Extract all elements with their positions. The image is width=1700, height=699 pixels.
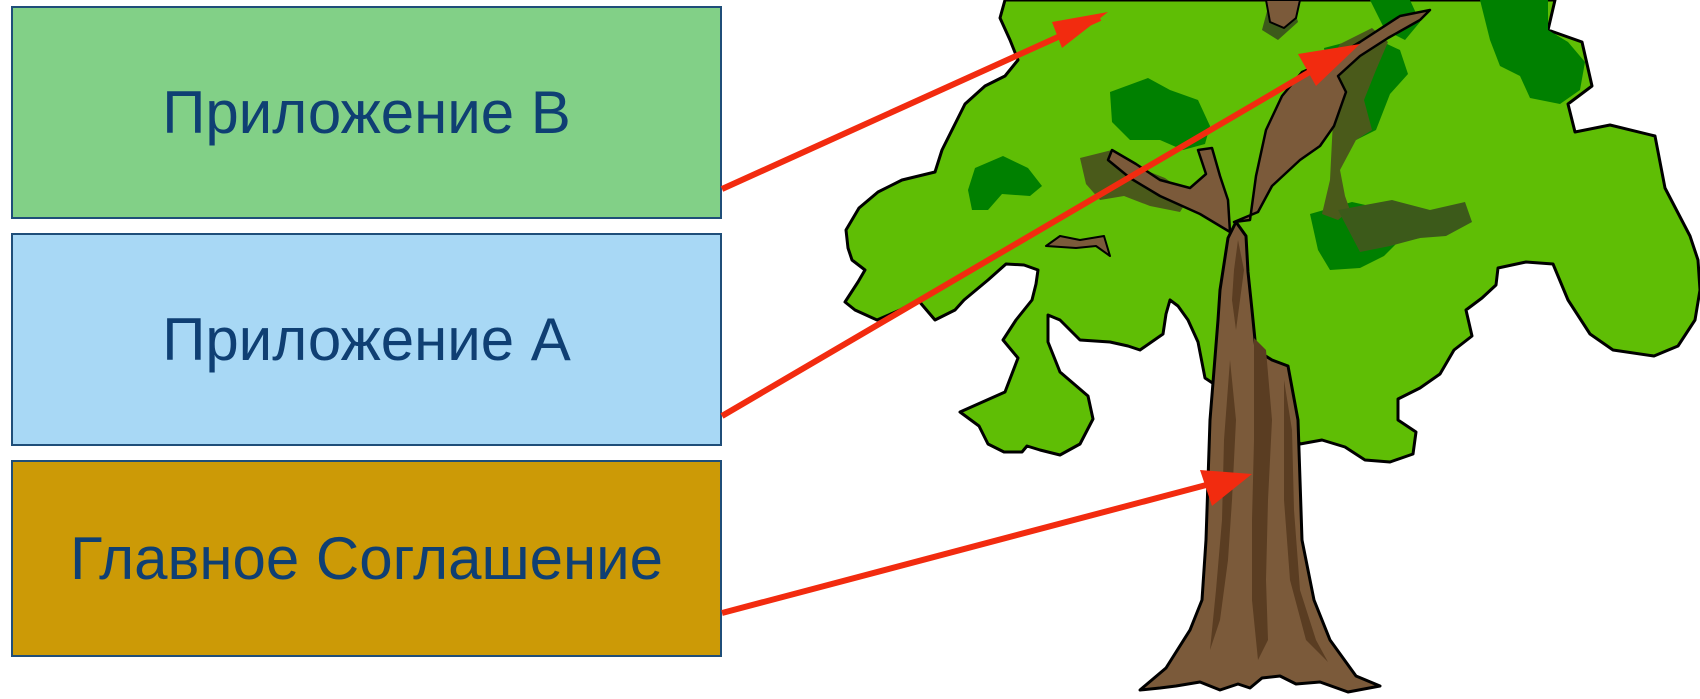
tree-foliage-main [843,0,1700,464]
box-app-b: Приложение В [11,6,722,219]
box-app-a: Приложение А [11,233,722,446]
tree-foliage-shade-3 [1480,0,1585,104]
tree-trunk-shadow-2 [1284,380,1328,662]
box-app-b-label: Приложение В [162,79,571,146]
tree-foliage-shade-1 [1110,78,1210,150]
box-main-agreement-label: Главное Соглашение [69,525,664,592]
tree-trunk-shadow-3 [1210,360,1236,650]
tree-branch-lower-left [1045,235,1111,257]
arrow-main-to-trunk [721,481,1211,616]
tree-trunk-shadow-1 [1252,338,1272,660]
box-main-agreement: Главное Соглашение [11,460,722,657]
arrow-app-a-head [1298,44,1360,86]
tree-trunk-shadow-4 [1232,240,1244,330]
arrow-app-b-to-foliage [720,15,1102,192]
arrow-app-a-to-branch [720,57,1332,419]
tree-branch-main [1232,8,1432,224]
tree-branch-shadow-4 [1338,200,1472,252]
tree-illustration [843,0,1700,694]
arrow-main-head [1200,470,1252,506]
arrows [720,12,1360,616]
tree-branch-upper [1265,0,1301,29]
arrow-app-b-head [1052,12,1108,48]
tree-foliage-shade-2 [968,156,1042,210]
box-app-a-label: Приложение А [162,306,571,373]
